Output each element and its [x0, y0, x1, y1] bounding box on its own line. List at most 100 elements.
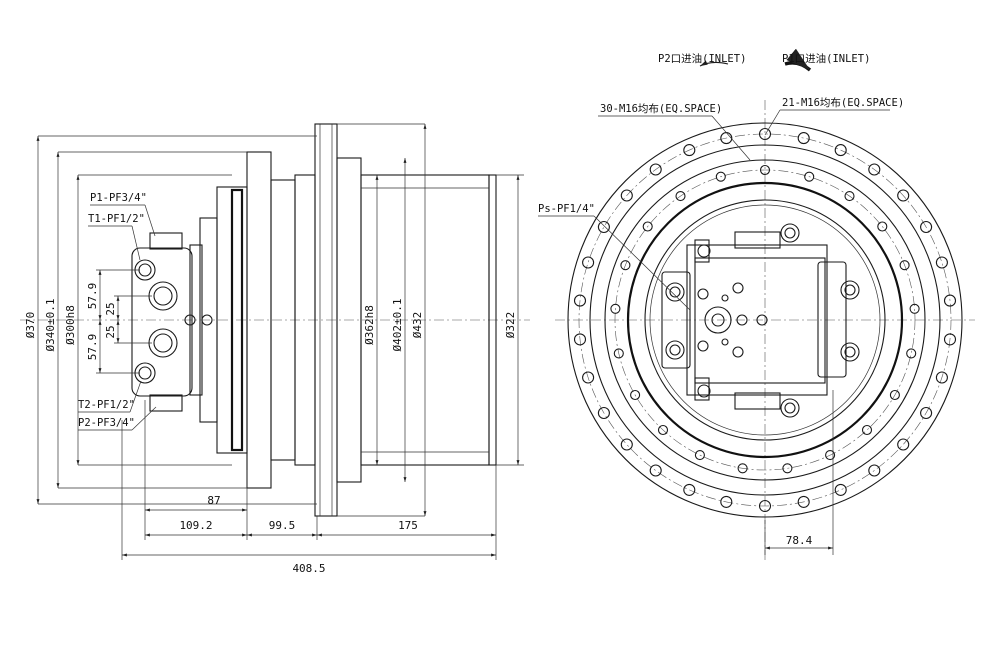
drum-end — [488, 174, 497, 466]
housing-ring — [230, 188, 244, 452]
bolt-hole — [834, 144, 847, 157]
label-port-t1: T1-PF1/2" — [88, 213, 145, 225]
bolt-hole — [825, 450, 836, 461]
bolt-hole — [861, 424, 873, 436]
bolt-hole — [804, 171, 815, 182]
bolt-hole — [868, 464, 881, 477]
valve-bottom-boss — [734, 392, 781, 410]
bolt-hole — [613, 348, 624, 359]
bolt-hole — [675, 191, 686, 202]
ps-leader — [593, 215, 691, 311]
label-inlet-p2: P2口进油(INLET) — [658, 52, 746, 65]
bolt-hole — [720, 495, 733, 508]
side-view: Ø370 Ø340±0.1 Ø300h8 Ø362h8 Ø402±0.1 Ø43… — [20, 123, 530, 575]
bolt-hole — [797, 132, 810, 145]
valve-side-block — [817, 261, 847, 378]
bolt-hole — [642, 221, 653, 232]
label-diam-362: Ø362h8 — [363, 305, 376, 345]
valve-body — [686, 244, 828, 396]
label-dim-99-5: 99.5 — [269, 519, 296, 532]
bolt-hole — [683, 483, 696, 496]
bolt-hole — [834, 483, 847, 496]
valve-ports — [697, 282, 768, 358]
bolt-hole — [657, 424, 669, 436]
bolt-hole — [935, 371, 948, 384]
bolt-hole — [630, 389, 641, 401]
bolt-hole — [573, 333, 587, 346]
fitting-top-left — [694, 239, 710, 263]
bolt-hole — [943, 333, 957, 346]
bolt-hole — [649, 163, 662, 176]
flange-ring — [604, 159, 926, 481]
port-upper-circle — [148, 281, 178, 311]
label-holes-21: 21-M16均布(EQ.SPACE) — [782, 97, 904, 109]
outer-ring — [567, 122, 963, 518]
bolt-hole — [758, 499, 772, 513]
bolt-hole — [620, 189, 633, 202]
bolt-hole — [597, 220, 610, 234]
label-diam-370: Ø370 — [24, 312, 37, 339]
port-lower-circle — [148, 328, 178, 358]
bolt-hole — [909, 303, 920, 314]
bolt-hole — [582, 371, 595, 384]
bolt-hole — [649, 464, 662, 477]
label-port-p2: P2-PF3/4" — [78, 417, 135, 429]
bolt-hole — [897, 189, 910, 202]
valve-body-inner — [694, 257, 826, 384]
bolt-hole — [889, 389, 900, 401]
valve-bolts — [665, 223, 860, 418]
label-diam-432: Ø432 — [411, 312, 424, 339]
bolt-hole — [935, 256, 948, 269]
motor-ring — [644, 199, 886, 441]
inner-bolt-circle — [614, 169, 916, 471]
bolt-hole — [597, 406, 610, 420]
bolt-hole — [694, 450, 705, 461]
bolt-hole — [877, 221, 888, 232]
label-dim-87: 87 — [207, 494, 220, 507]
valve-left-block — [661, 271, 691, 369]
bolt-hole — [683, 144, 696, 157]
bolt-hole — [573, 294, 587, 307]
label-holes-30: 30-M16均布(EQ.SPACE) — [600, 103, 722, 115]
plug-circle — [184, 314, 196, 326]
label-dim-78-4: 78.4 — [786, 534, 813, 547]
bolt-hole — [797, 495, 810, 508]
fitting-bottom-left — [694, 377, 710, 401]
valve-plate — [199, 217, 218, 423]
label-25-top: 25 — [104, 302, 117, 315]
bolt-hole — [758, 127, 772, 141]
label-25-bottom: 25 — [104, 325, 117, 338]
valve-block — [131, 247, 193, 397]
label-57-9-top: 57.9 — [86, 283, 99, 310]
label-port-ps: Ps-PF1/4" — [538, 203, 595, 215]
bolt-hole — [620, 260, 631, 271]
valve-cap-top — [149, 232, 183, 250]
label-dim-408-5: 408.5 — [292, 562, 325, 575]
bolt-hole — [610, 303, 621, 314]
bolt-hole — [897, 438, 910, 451]
label-diam-300: Ø300h8 — [64, 305, 77, 345]
plug-circle-2 — [201, 314, 213, 326]
label-dim-109-2: 109.2 — [179, 519, 212, 532]
holes-30-leader — [711, 115, 751, 161]
bolt-hole — [737, 463, 748, 474]
bolt-hole — [715, 171, 726, 182]
holes-21-leader — [764, 109, 781, 136]
p2-inlet-arrow — [699, 60, 729, 67]
label-diam-402: Ø402±0.1 — [391, 299, 404, 352]
bolt-hole — [920, 406, 933, 420]
label-dim-175: 175 — [398, 519, 418, 532]
bolt-hole — [943, 294, 957, 307]
label-inlet-p1: P1口进油(INLET) — [782, 52, 870, 65]
valve-top-boss — [734, 231, 781, 249]
valve-cap-bottom — [149, 394, 183, 412]
inner-bolt-holes — [610, 164, 920, 474]
bolt-hole — [620, 438, 633, 451]
bolt-hole — [582, 256, 595, 269]
label-diam-322: Ø322 — [504, 312, 517, 339]
bolt-hole — [844, 191, 855, 202]
outer-bolt-holes — [573, 127, 957, 513]
bolt-hole — [868, 163, 881, 176]
